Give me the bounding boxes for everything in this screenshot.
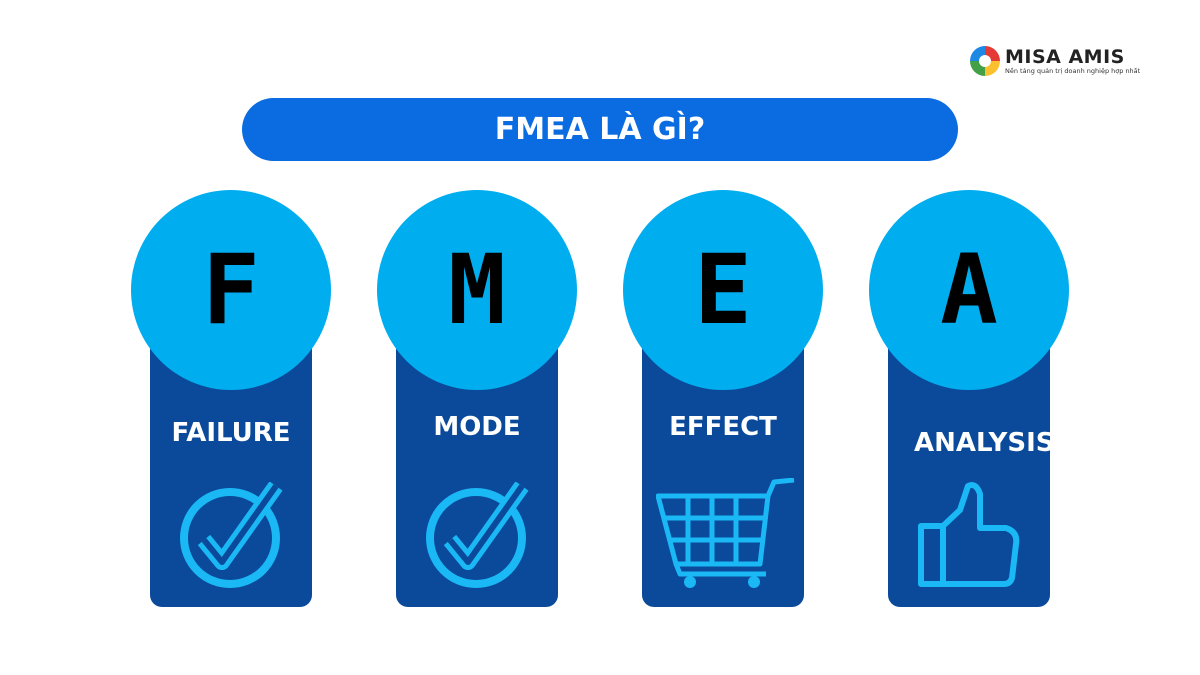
thumbs-up-icon bbox=[918, 482, 1020, 587]
card-word: FAILURE bbox=[171, 418, 291, 448]
check-circle-icon bbox=[180, 482, 283, 588]
letter-circle-e: E bbox=[623, 190, 823, 390]
letter-circle-f: F bbox=[131, 190, 331, 390]
logo: MISA AMIS Nền tảng quản trị doanh nghiệp… bbox=[970, 46, 1140, 76]
card-effect: EFFECT bbox=[642, 330, 804, 607]
check-circle-icon bbox=[426, 482, 529, 588]
card-analysis: ANALYSIS bbox=[888, 330, 1050, 607]
card-word: MODE bbox=[433, 412, 521, 442]
card-word: EFFECT bbox=[669, 412, 777, 442]
card-mode: MODE bbox=[396, 330, 558, 607]
logo-mark-icon bbox=[970, 46, 1000, 76]
card-word: ANALYSIS bbox=[914, 428, 1050, 458]
shopping-cart-icon bbox=[656, 478, 795, 588]
letter-circle-a: A bbox=[869, 190, 1069, 390]
letter-circle-m: M bbox=[377, 190, 577, 390]
logo-tagline: Nền tảng quản trị doanh nghiệp hợp nhất bbox=[1005, 66, 1141, 75]
logo-name: MISA AMIS bbox=[1005, 45, 1125, 68]
page-title: FMEA LÀ GÌ? bbox=[242, 98, 958, 161]
